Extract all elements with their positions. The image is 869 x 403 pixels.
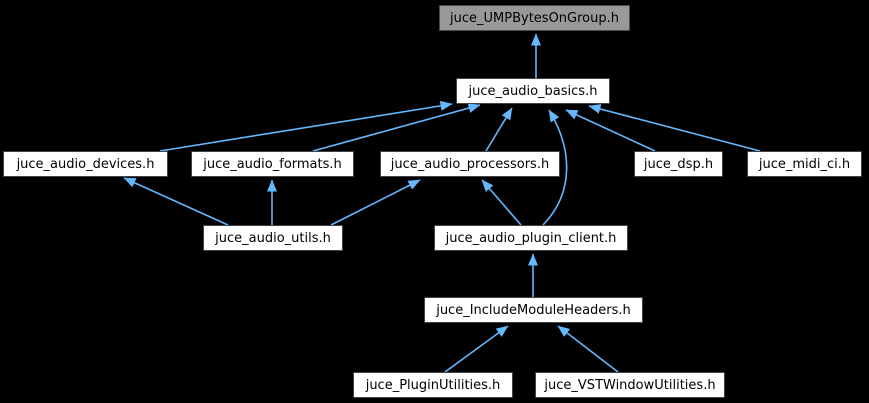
node-juce_dsp[interactable]: juce_dsp.h	[634, 151, 723, 177]
node-juce_audio_devices[interactable]: juce_audio_devices.h	[3, 151, 168, 177]
edge-juce_audio_formats-to-juce_audio_basics	[312, 103, 481, 152]
node-juce_VSTWindowUtilities[interactable]: juce_VSTWindowUtilities.h	[535, 372, 725, 398]
node-juce_audio_plugin_client[interactable]: juce_audio_plugin_client.h	[434, 225, 628, 251]
edge-juce_dsp-to-juce_audio_basics	[565, 109, 656, 152]
node-juce_UMPBytesOnGroup: juce_UMPBytesOnGroup.h	[439, 5, 630, 31]
node-juce_audio_utils[interactable]: juce_audio_utils.h	[203, 225, 343, 251]
edge-juce_audio_plugin_client-to-juce_audio_processors	[481, 179, 522, 226]
edge-juce_PluginUtilities-to-juce_IncludeModuleHeaders	[444, 325, 509, 373]
edge-juce_VSTWindowUtilities-to-juce_IncludeModuleHeaders	[557, 325, 619, 373]
node-juce_PluginUtilities[interactable]: juce_PluginUtilities.h	[353, 372, 513, 398]
edge-juce_audio_utils-to-juce_audio_devices	[123, 177, 229, 226]
node-juce_audio_basics[interactable]: juce_audio_basics.h	[456, 78, 610, 104]
node-juce_IncludeModuleHeaders[interactable]: juce_IncludeModuleHeaders.h	[424, 297, 643, 323]
node-juce_audio_formats[interactable]: juce_audio_formats.h	[191, 151, 354, 177]
edge-juce_audio_devices-to-juce_audio_basics	[159, 100, 453, 152]
edge-juce_audio_processors-to-juce_audio_basics	[485, 107, 513, 152]
node-juce_midi_ci[interactable]: juce_midi_ci.h	[747, 151, 862, 177]
node-juce_audio_processors[interactable]: juce_audio_processors.h	[380, 151, 560, 177]
edge-juce_audio_utils-to-juce_audio_processors	[330, 179, 421, 226]
edge-juce_midi_ci-to-juce_audio_basics	[588, 104, 761, 152]
